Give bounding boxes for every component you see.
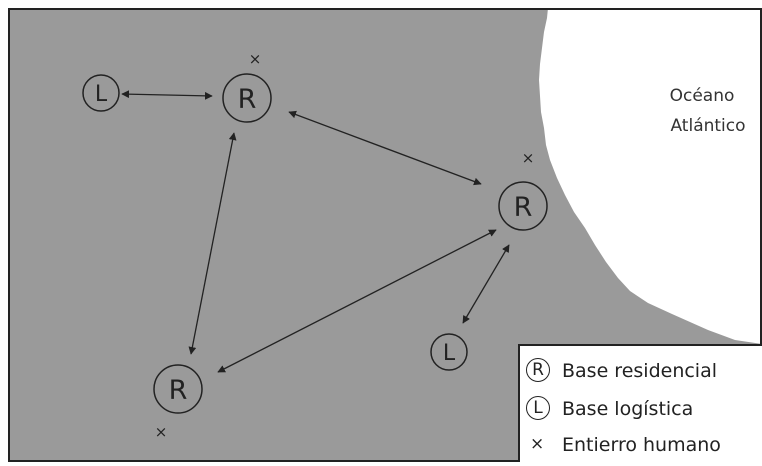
- burial-cross-icon: ×: [155, 423, 168, 441]
- ocean-area: [539, 8, 762, 344]
- arrow-l1-r1: [121, 90, 213, 100]
- residential-base-icon: R: [526, 358, 550, 382]
- map-border: [8, 8, 762, 462]
- connections: [121, 90, 510, 373]
- site-letter: R: [238, 84, 257, 115]
- legend-label: Base logística: [562, 398, 694, 420]
- site-letter: R: [514, 192, 533, 223]
- site-residential-base: R: [498, 181, 548, 231]
- arrow-r1-r3: [288, 110, 482, 186]
- logistic-base-icon: L: [526, 396, 550, 420]
- legend-item: R Base residencial: [520, 356, 717, 386]
- arrow-r3-r2: [217, 229, 497, 373]
- arrow-r3-l2: [462, 244, 510, 324]
- legend-item: × Entierro humano: [520, 430, 721, 460]
- arrow-r1-r2: [188, 132, 237, 355]
- ocean-label-line1: Océano: [670, 86, 735, 106]
- burial-cross-icon: ×: [249, 50, 262, 68]
- map-legend: R Base residencial L Base logística × En…: [518, 344, 762, 462]
- legend-item: L Base logística: [520, 394, 693, 424]
- site-letter: R: [169, 375, 188, 406]
- burial-cross-icon: ×: [522, 149, 535, 167]
- site-letter: L: [443, 341, 456, 366]
- site-logistic-base: L: [82, 74, 120, 112]
- burial-cross-icon: ×: [530, 434, 545, 454]
- site-residential-base: R: [153, 364, 203, 414]
- site-letter: L: [95, 82, 108, 107]
- legend-label: Base residencial: [562, 360, 718, 382]
- ocean-label-line2: Atlántico: [670, 116, 745, 136]
- site-logistic-base: L: [430, 333, 468, 371]
- site-residential-base: R: [222, 73, 272, 123]
- legend-label: Entierro humano: [562, 434, 721, 456]
